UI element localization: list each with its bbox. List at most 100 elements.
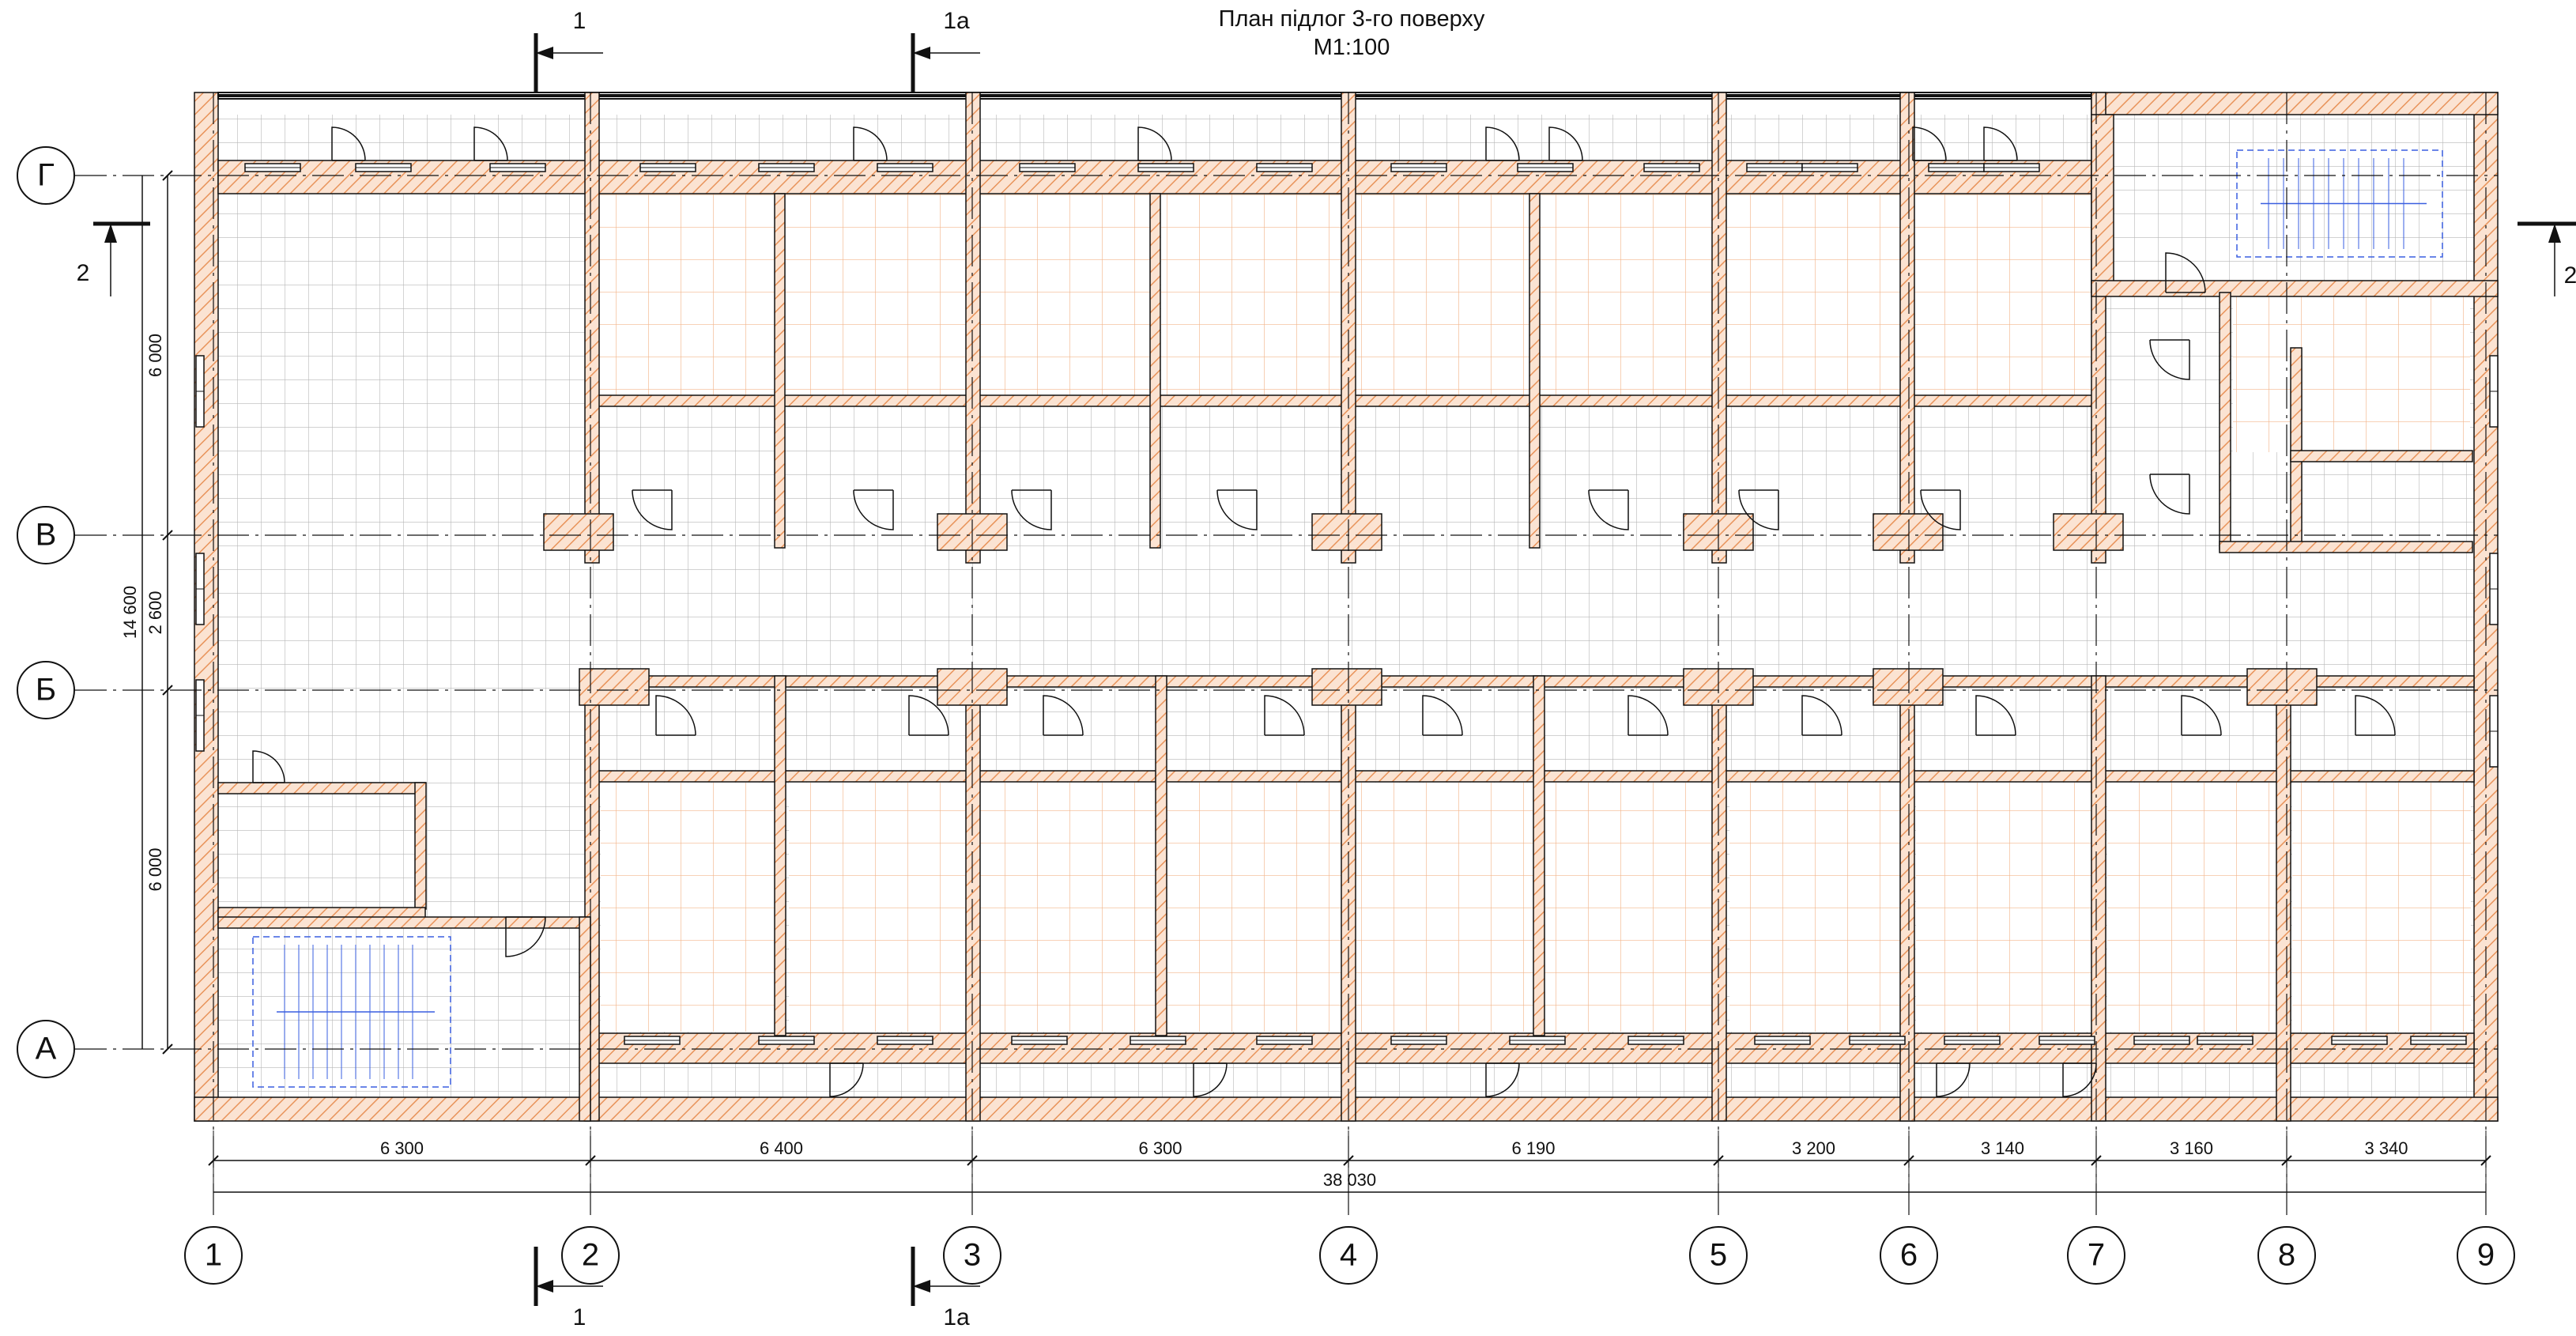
east-room-wall-south [2219, 541, 2473, 553]
door-corridor-south-4 [1264, 695, 1305, 736]
room-floor-south-3 [979, 783, 1156, 1032]
dim-text-8: 3 340 [2364, 1138, 2408, 1158]
door-balcony-north-2 [473, 126, 508, 161]
dim-tick-3 [967, 1155, 978, 1166]
column-pier-b-1 [543, 513, 614, 551]
dim-tick-9 [2480, 1155, 2491, 1166]
east-room-wall-split [2290, 450, 2473, 462]
door-balcony-north-7 [1912, 126, 1947, 161]
door-balcony-south-3 [1485, 1062, 1520, 1097]
dim-tick-5 [1713, 1155, 1724, 1166]
column-pier-v-3 [1311, 668, 1382, 706]
axis-bubble-6 [1880, 1226, 1938, 1285]
partition-north-axis-6 [1899, 92, 1915, 564]
east-room-wall-mid [2290, 347, 2303, 550]
column-pier-v-6 [2246, 668, 2318, 706]
dim-tick-6 [1903, 1155, 1914, 1166]
door-corridor-south-9 [2181, 695, 2222, 736]
east-block-wall-west [2091, 114, 2114, 293]
axis-label-row-2: В [36, 518, 57, 553]
section-cut-2-left-label: 2 [77, 260, 90, 286]
dim-text-total: 38 030 [1323, 1170, 1376, 1190]
axis-bubble-row-4 [17, 1020, 75, 1078]
dim-tick-8 [2281, 1155, 2292, 1166]
partition-north-axis-2 [584, 92, 600, 564]
dim-tick-7 [2091, 1155, 2102, 1166]
axis-bubble-3 [943, 1226, 1001, 1285]
dim-tick-v-3 [162, 685, 173, 696]
section-cut-1a-top-arrow-head [913, 47, 930, 59]
door-corridor-north-6 [1738, 489, 1779, 530]
east-room-wall-west [2219, 292, 2231, 550]
section-cut-1-top-label: 1 [573, 8, 586, 34]
room-floor-north-2 [785, 194, 966, 395]
door-stair-west [505, 916, 546, 957]
room-floor-north-3 [979, 194, 1150, 395]
column-pier-v-1 [579, 668, 650, 706]
axis-label-8: 8 [2278, 1238, 2295, 1273]
door-balcony-north-1 [331, 126, 366, 161]
room-floor-east-1 [2233, 294, 2470, 452]
room-floor-south-6 [1544, 783, 1714, 1032]
axis-label-3: 3 [964, 1238, 981, 1273]
door-balcony-north-3 [853, 126, 888, 161]
axis-bubble-row-3 [17, 661, 75, 719]
axis-label-row-1: Г [37, 158, 55, 193]
dim-text-7: 3 160 [2170, 1138, 2213, 1158]
partition-south-axis-8 [2276, 675, 2291, 1122]
door-corridor-south-2 [908, 695, 949, 736]
door-corridor-south-3 [1043, 695, 1084, 736]
dim-text-v-3: 6 000 [145, 847, 165, 891]
axis-label-7: 7 [2088, 1238, 2105, 1273]
door-corridor-north-7 [1920, 489, 1961, 530]
door-corridor-north-3 [1011, 489, 1052, 530]
axis-label-6: 6 [1900, 1238, 1918, 1273]
axis-bubble-7 [2067, 1226, 2125, 1285]
door-corridor-north-8 [2149, 339, 2190, 380]
room-floor-south-4 [1167, 783, 1344, 1032]
section-cut-1-bottom-arrow-head [536, 1280, 553, 1293]
door-corridor-north-1 [632, 489, 673, 530]
room-floor-south-7 [1729, 783, 1900, 1032]
door-balcony-north-4 [1137, 126, 1172, 161]
door-corridor-north-5 [1588, 489, 1629, 530]
dim-text-v-1: 6 000 [145, 334, 165, 377]
door-balcony-south-2 [1193, 1062, 1228, 1097]
dim-text-v-2: 2 600 [145, 591, 165, 634]
section-cut-1-top-arrow-head [536, 47, 553, 59]
section-cut-1a-bottom-label: 1а [943, 1304, 970, 1330]
room-floor-south-9 [2107, 783, 2276, 1032]
axis-label-2: 2 [582, 1238, 599, 1273]
axis-label-1: 1 [205, 1238, 222, 1273]
axis-bubble-row-2 [17, 506, 75, 564]
partition-south-mid-c [1533, 675, 1545, 1036]
partition-south-mid-a [774, 675, 786, 1036]
dim-text-5: 3 200 [1792, 1138, 1835, 1158]
axis-label-9: 9 [2477, 1238, 2495, 1273]
stair-wall-north [217, 916, 590, 929]
door-corridor-south-10 [2355, 695, 2396, 736]
door-left-room [252, 750, 285, 783]
axis-bubble-9 [2457, 1226, 2515, 1285]
door-corridor-south-8 [1975, 695, 2016, 736]
dim-tick-v-4 [162, 1044, 173, 1055]
axis-bubble-4 [1319, 1226, 1378, 1285]
axis-bubble-2 [561, 1226, 620, 1285]
axis-bubble-1 [184, 1226, 243, 1285]
dim-text-6: 3 140 [1981, 1138, 2024, 1158]
room-floor-south-2 [789, 783, 966, 1032]
room-floor-south-10 [2292, 783, 2471, 1032]
dim-text-3: 6 300 [1138, 1138, 1182, 1158]
dim-text-v-total: 14 600 [120, 586, 140, 639]
section-cut-2-left-arrow-head [104, 224, 117, 243]
stair-west-outline [252, 936, 451, 1088]
partition-north-mid-b [1149, 193, 1161, 549]
dim-tick-v-1 [162, 170, 173, 181]
partition-north-axis-5 [1711, 92, 1727, 564]
dim-text-1: 6 300 [380, 1138, 424, 1158]
room-floor-south-1 [601, 783, 775, 1032]
door-stair-east [2165, 252, 2206, 293]
east-block-wall-south [2091, 280, 2499, 297]
door-balcony-south-5 [2062, 1062, 2097, 1097]
